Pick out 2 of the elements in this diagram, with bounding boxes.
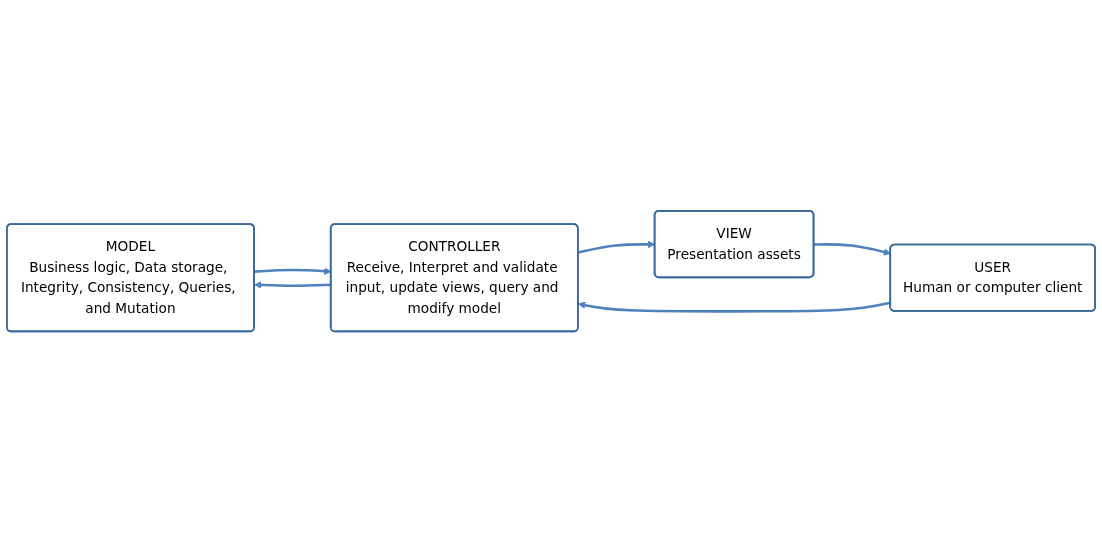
- arrow: [813, 243, 891, 257]
- arrow: [577, 301, 891, 314]
